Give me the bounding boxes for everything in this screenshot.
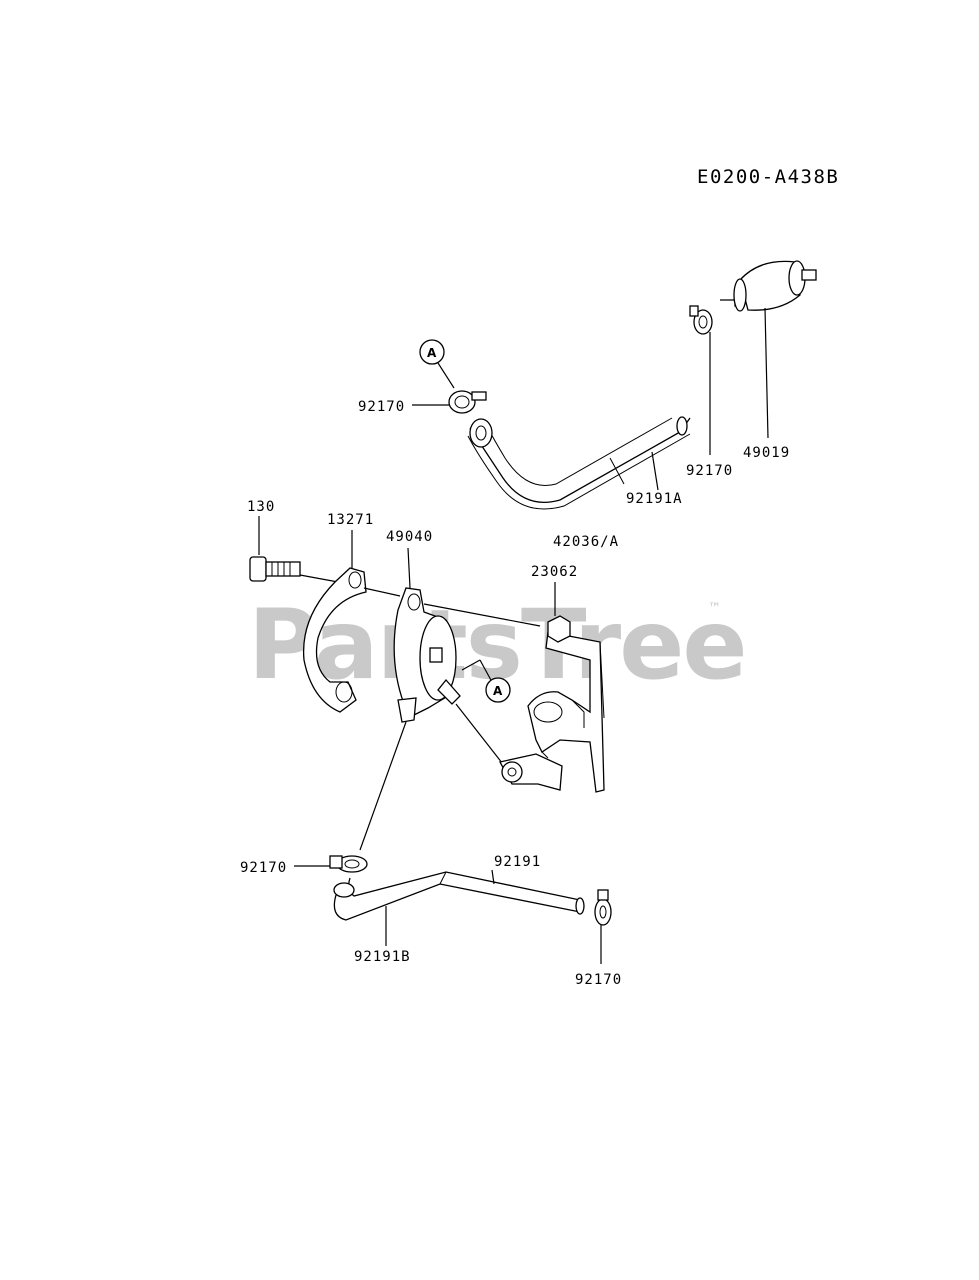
clamp-top-left <box>412 390 487 414</box>
fuel-pump <box>359 547 541 851</box>
label-clamp-top-right: 92170 <box>686 463 733 479</box>
ref-a-top-label: A <box>427 346 437 360</box>
label-hose-bottom: 92191 <box>494 854 541 870</box>
clamp-bottom-left <box>294 855 368 873</box>
clamp-bottom-right <box>594 889 612 964</box>
watermark-trademark: ™ <box>708 601 721 616</box>
elbow-fitting <box>499 753 563 791</box>
label-nut: 23062 <box>531 564 578 580</box>
bolt <box>249 516 339 583</box>
label-clamp-top-left: 92170 <box>358 399 405 415</box>
label-fuel-pump: 49040 <box>386 529 433 545</box>
ref-a-pump-label: A <box>493 684 503 698</box>
diagram-code: E0200-A438B <box>697 166 839 188</box>
label-bracket: 13271 <box>327 512 374 528</box>
nut <box>547 582 571 643</box>
label-hose-bottom-b: 92191B <box>354 949 411 965</box>
ref-a-pump-marker: A <box>461 659 511 703</box>
label-bracket-assy: 42036/A <box>553 534 619 550</box>
label-clamp-bottom-left: 92170 <box>240 860 287 876</box>
hose-bottom <box>333 869 585 946</box>
label-fuel-filter: 49019 <box>743 445 790 461</box>
fuel-filter <box>720 260 817 439</box>
bracket <box>302 530 401 713</box>
ref-a-top-marker: A <box>419 339 455 389</box>
label-hose-top: 92191A <box>626 491 683 507</box>
label-bolt: 130 <box>247 499 275 515</box>
hose-top <box>467 416 691 510</box>
label-clamp-bottom-right: 92170 <box>575 972 622 988</box>
clamp-top-right <box>689 305 713 455</box>
